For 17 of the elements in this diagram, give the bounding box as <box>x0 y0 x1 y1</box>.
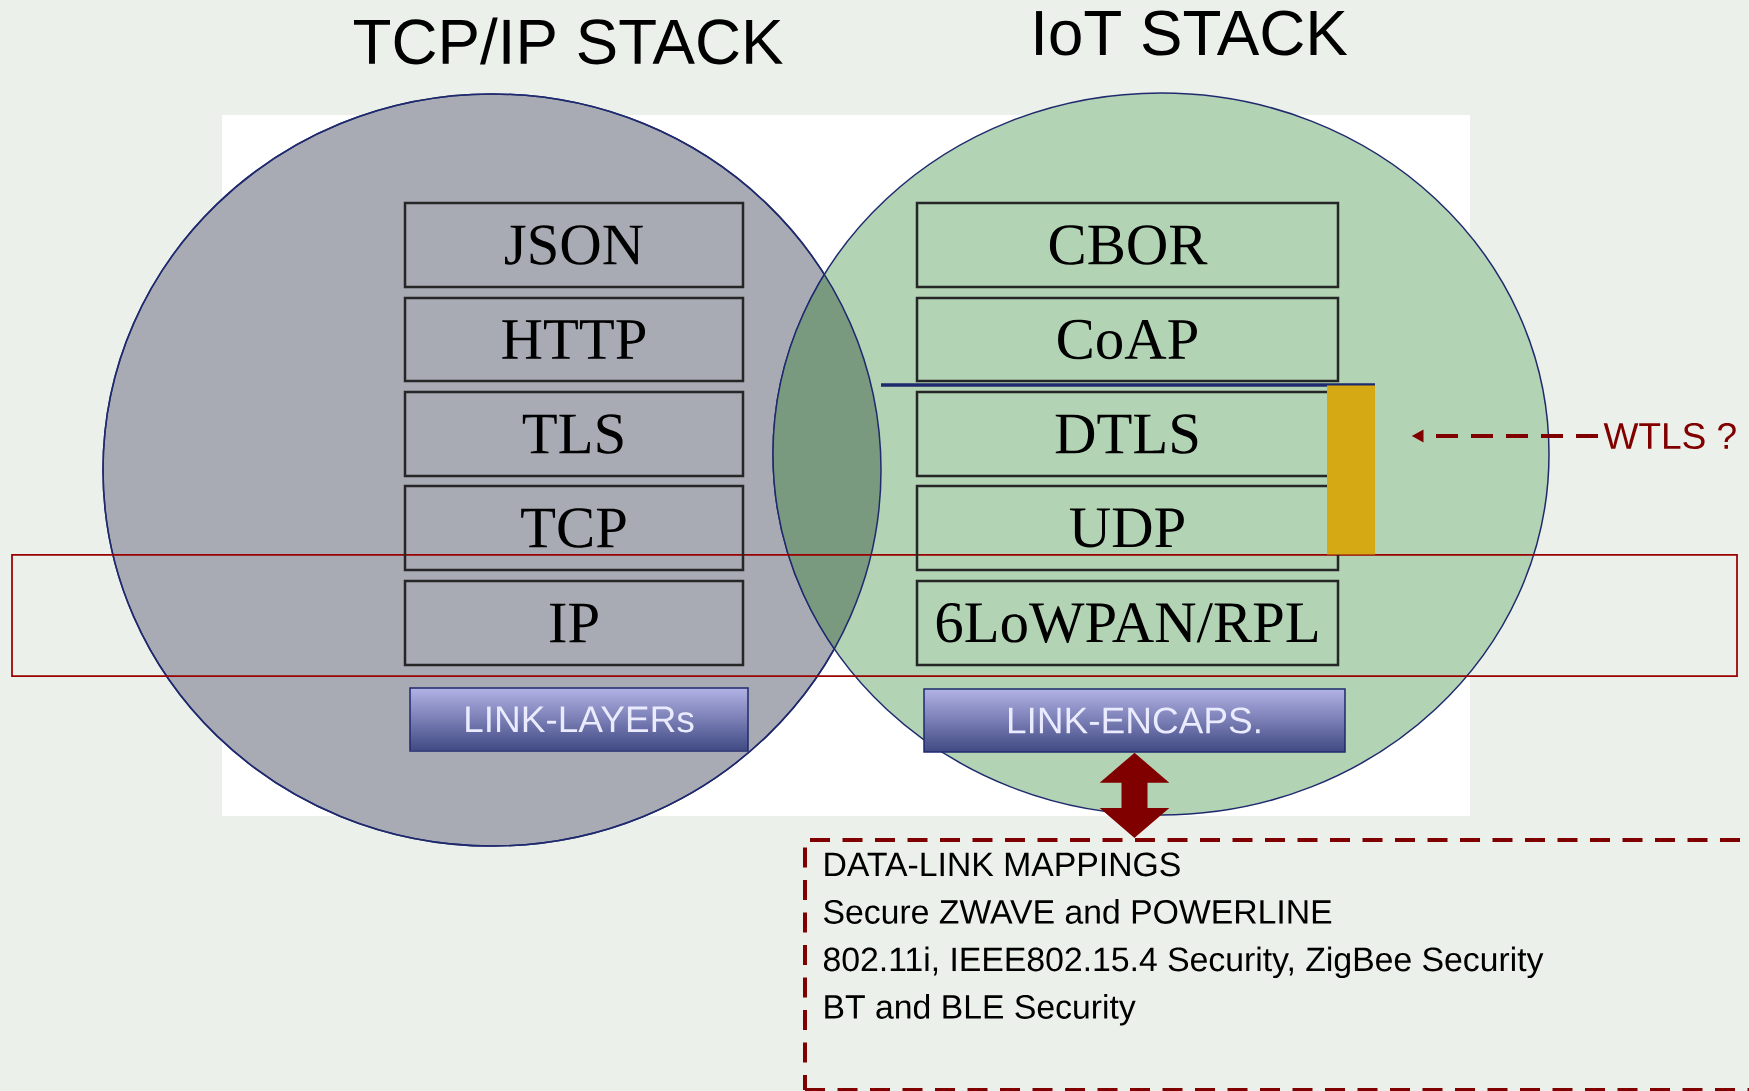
layer-box: IP <box>403 579 745 667</box>
layer-box: JSON <box>403 201 745 289</box>
layer-box: TCP <box>403 484 745 572</box>
annotation-text: WTLS ? <box>1603 422 1736 450</box>
mapping-box: DATA-LINK MAPPINGS Secure ZWAVE and POWERLINE 802.11i, IEEE802.15.4 Security, ZigBee Security BT and BLE Security <box>803 838 1749 1091</box>
layer-box: CBOR <box>915 201 1340 289</box>
layer-box: HTTP <box>403 296 745 383</box>
link-box: LINK-LAYERs <box>409 687 749 752</box>
layer-box: UDP <box>915 484 1340 572</box>
layer-box: TLS <box>403 390 745 478</box>
layer-box: CoAP <box>915 296 1340 383</box>
node-label: IoT STACK <box>1036 10 1348 56</box>
link-box: LINK-ENCAPS. <box>923 688 1346 753</box>
security-bar <box>1327 385 1375 555</box>
layer-box: DTLS <box>915 390 1340 478</box>
node-label: TCP/IP STACK <box>353 17 783 65</box>
layer-box: 6LoWPAN/RPL <box>915 579 1340 667</box>
